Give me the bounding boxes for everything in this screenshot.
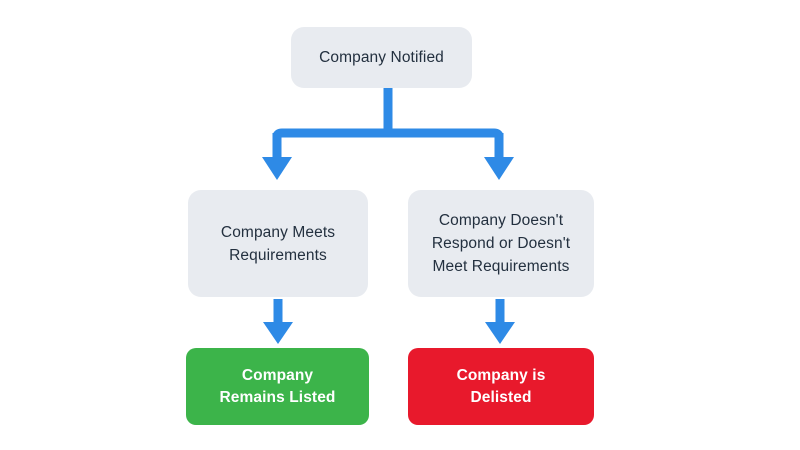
connector-fails-to-delisted bbox=[485, 299, 515, 344]
node-company-notified[interactable]: Company Notified bbox=[291, 27, 472, 88]
arrowhead-to-delisted bbox=[485, 322, 515, 344]
arrowhead-to-company-doesnt bbox=[484, 157, 514, 180]
arrowhead-to-remains-listed bbox=[263, 322, 293, 344]
node-company-notified-label: Company Notified bbox=[319, 49, 444, 66]
connector-meets-to-remains-listed bbox=[263, 299, 293, 344]
branch-connector-from-company-notified bbox=[262, 88, 514, 180]
arrowhead-to-company-meets bbox=[262, 157, 292, 180]
